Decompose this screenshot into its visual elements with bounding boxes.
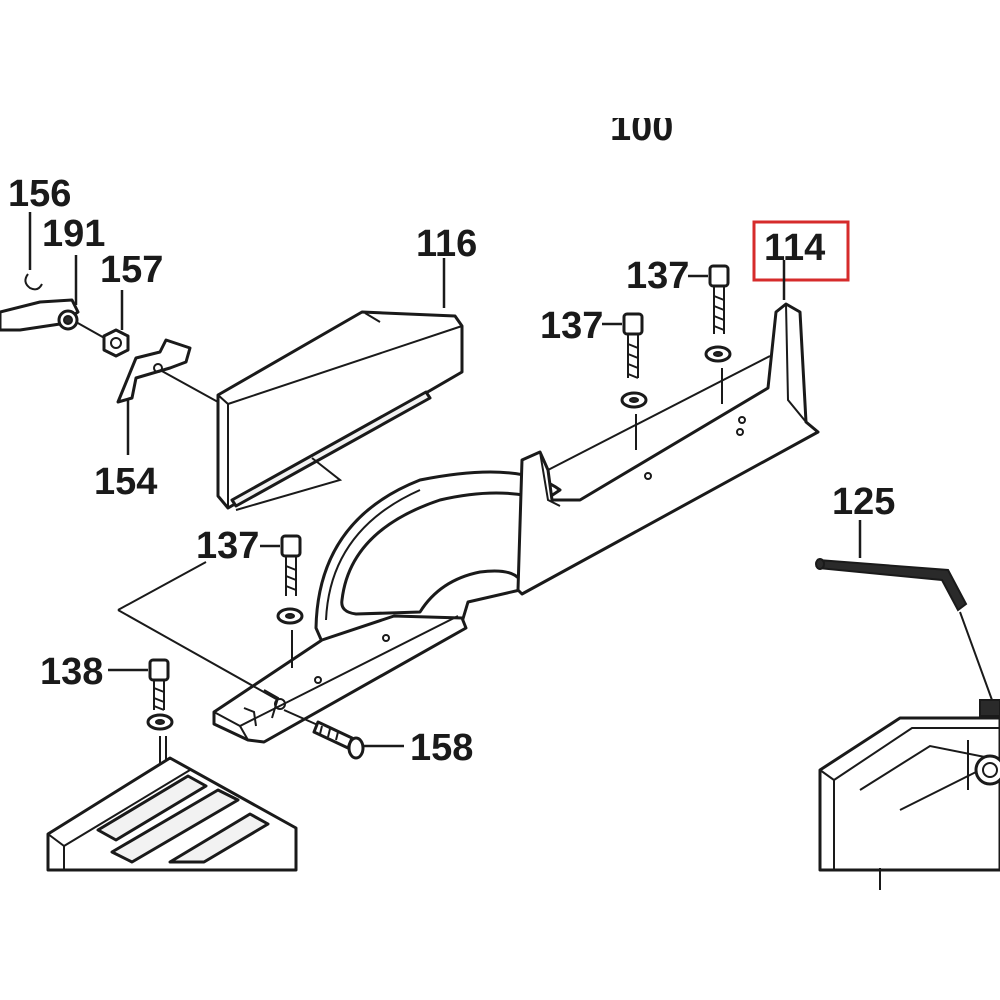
part-156-clip xyxy=(24,273,43,291)
part-table-left xyxy=(46,756,298,872)
callout-137-left: 137 xyxy=(196,525,259,567)
callout-158: 158 xyxy=(410,727,473,769)
part-114-fence xyxy=(516,302,820,596)
callout-100-partial: 100 xyxy=(610,107,673,149)
callout-138: 138 xyxy=(40,651,103,693)
callout-191: 191 xyxy=(42,213,105,255)
callout-156: 156 xyxy=(8,173,71,215)
guard-assembly-outline xyxy=(117,561,279,701)
part-front-rail xyxy=(212,614,468,744)
part-base-right xyxy=(818,699,1000,890)
part-154-bracket xyxy=(116,338,192,404)
highlight-box-114 xyxy=(752,220,850,282)
callout-157: 157 xyxy=(100,249,163,291)
screw-137-left xyxy=(276,534,304,668)
part-base-plate xyxy=(314,470,562,662)
axis-154-116 xyxy=(159,369,219,403)
callout-116: 116 xyxy=(416,223,477,265)
pin-158 xyxy=(283,709,365,760)
part-191-lever xyxy=(0,298,80,332)
callout-137-top-right: 137 xyxy=(626,255,689,297)
guard-tab-outline xyxy=(235,457,343,511)
axis-125 xyxy=(959,611,993,701)
part-116-guard xyxy=(216,310,464,510)
callout-125: 125 xyxy=(832,481,895,523)
screw-137-right xyxy=(704,264,732,404)
part-157-nut xyxy=(102,328,130,358)
callout-137-middle: 137 xyxy=(540,305,603,347)
screw-137-middle xyxy=(620,312,648,450)
callout-154: 154 xyxy=(94,461,157,503)
part-125-hex-key xyxy=(815,558,968,612)
callout-114: 114 xyxy=(764,227,825,269)
